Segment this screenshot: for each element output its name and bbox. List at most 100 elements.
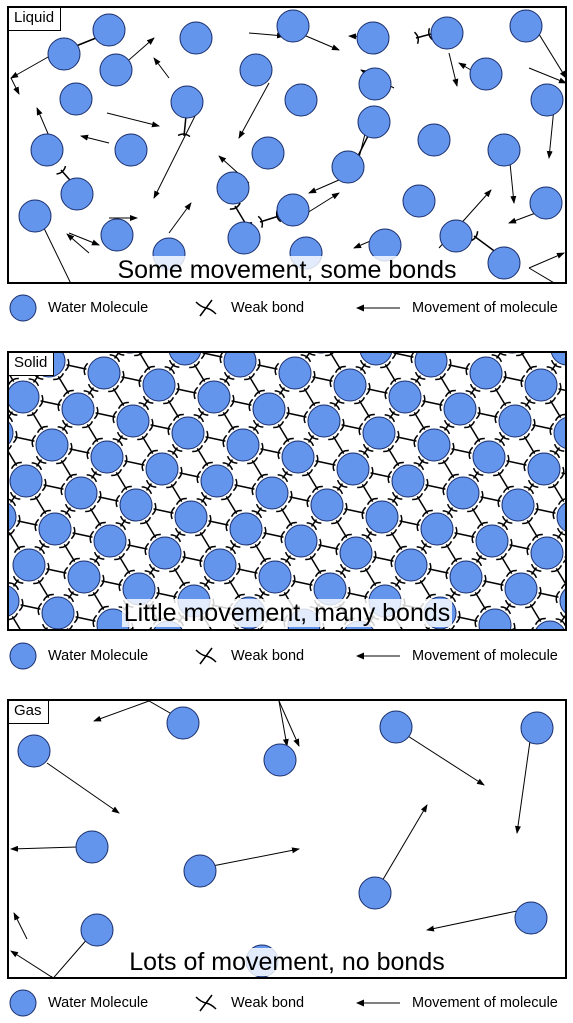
water-molecule [530,83,564,117]
bond-line [457,616,478,622]
bond-line [520,353,533,370]
bond-cap [394,575,406,584]
bond-line [344,508,365,514]
weak-bond [235,562,260,580]
bond-cap [274,390,286,399]
bond-cap [409,408,421,417]
bond-cap [500,606,512,615]
bond-cap [455,610,461,624]
water-molecule [529,186,563,220]
bond-cap [251,482,257,496]
weak-bond [493,468,514,494]
bond-line [66,364,87,370]
weak-bond [300,353,316,363]
water-molecule [487,133,521,167]
movement-arrow [93,701,150,722]
bond-line [118,556,131,574]
weak-bond [89,551,105,567]
water-molecule [362,416,396,450]
bond-cap [386,528,398,537]
weak-bond [122,454,147,472]
bond-cap [442,482,448,496]
water-molecule [239,53,273,87]
bond-cap [225,546,237,555]
legend-molecule: Water Molecule [8,641,148,671]
bond-cap [498,431,510,440]
weak-bond [277,467,293,483]
movement-arrow [106,112,160,128]
movement-arrow [10,950,53,977]
bond-line [228,580,241,598]
weak-bond [229,394,254,412]
bond-cap [61,419,73,428]
bond-line [193,364,206,382]
bond-line [124,460,145,466]
weak-bond [490,384,511,410]
weak-bond [44,562,69,580]
weak-bond [34,539,50,555]
bond-cap [358,422,364,436]
bond-cap [481,574,487,588]
weak-bond [12,430,37,448]
bond-cap [257,215,264,228]
bond-cap [504,599,516,608]
bond-line [419,580,432,598]
bond-cap [142,395,154,404]
bond-line [170,484,183,502]
bond-cap [473,437,485,446]
solid-caption: Little movement, many bonds [121,599,453,627]
bond-line [179,472,200,478]
weak-bond [446,358,471,376]
weak-bond [195,528,216,554]
bond-line [413,412,426,430]
water-molecule [17,734,51,768]
weak-bond [27,408,48,434]
bond-line [20,604,41,610]
water-molecule [475,524,509,558]
bond-cap [149,626,153,629]
bond-cap [274,362,280,376]
bond-cap [555,618,565,627]
bond-cap [200,491,212,500]
bond-cap [435,372,447,381]
bond-cap [230,509,242,518]
bond-cap [501,515,513,524]
water-molecule [93,524,127,558]
water-molecule [443,392,477,426]
bond-cap [305,552,317,561]
bond-cap [504,454,510,468]
bond-line [303,388,316,406]
bond-cap [494,410,500,424]
water-molecule [333,368,367,402]
weak-bond [57,419,73,435]
bond-cap [195,528,207,537]
bond-cap [170,534,182,543]
weak-bond [448,624,456,629]
movement-arrow [10,77,20,95]
weak-bond [445,587,461,603]
weak-bond-icon [195,299,217,317]
bond-cap [516,353,525,357]
movement-arrow [426,910,518,932]
bond-cap [197,407,209,416]
bond-cap [556,382,562,396]
bond-cap [9,582,20,591]
bond-cap [189,360,201,369]
bond-line [445,544,458,562]
weak-bond [112,431,128,447]
bond-cap [169,564,181,573]
bond-cap [203,575,215,584]
bond-cap [248,426,260,435]
bond-cap [551,564,563,573]
weak-bond [167,443,183,459]
bond-cap [39,509,51,518]
bond-line [251,460,264,478]
weak-bond [251,503,267,519]
bond-cap [227,425,239,434]
weak-bond [93,406,118,424]
bond-cap [413,434,419,448]
bond-line [370,472,391,478]
bond-cap [253,389,265,398]
bond-cap [117,401,129,410]
bond-cap [63,594,75,603]
